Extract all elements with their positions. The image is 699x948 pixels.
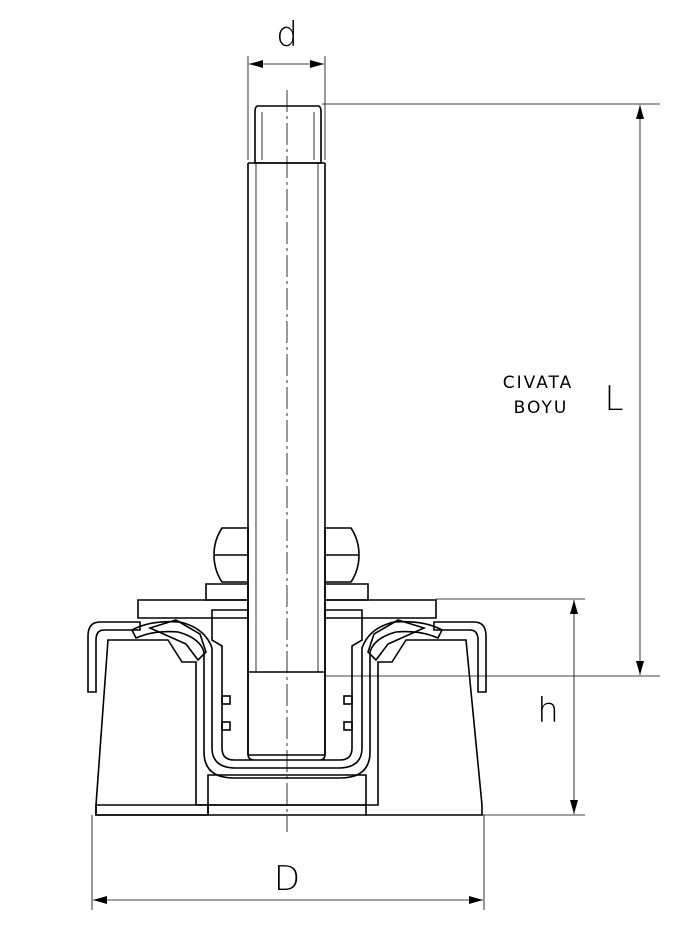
metal-cap — [87, 621, 487, 693]
threaded-bolt — [247, 105, 326, 756]
label-h: h — [537, 691, 559, 731]
dimension-D — [91, 815, 485, 910]
o-rings — [221, 695, 353, 731]
bolt-length-label-line1: CIVATA — [503, 373, 573, 393]
label-D: D — [274, 859, 300, 899]
dimension-d — [247, 56, 326, 160]
ball-cup — [130, 609, 444, 779]
hex-nut — [213, 527, 360, 583]
bolt-length-label-line2: BOYU — [514, 398, 569, 418]
dimension-h — [436, 598, 585, 816]
dimension-l — [322, 103, 660, 677]
rubber-base — [95, 639, 483, 816]
label-d: d — [276, 15, 298, 55]
label-l: L — [605, 379, 624, 419]
